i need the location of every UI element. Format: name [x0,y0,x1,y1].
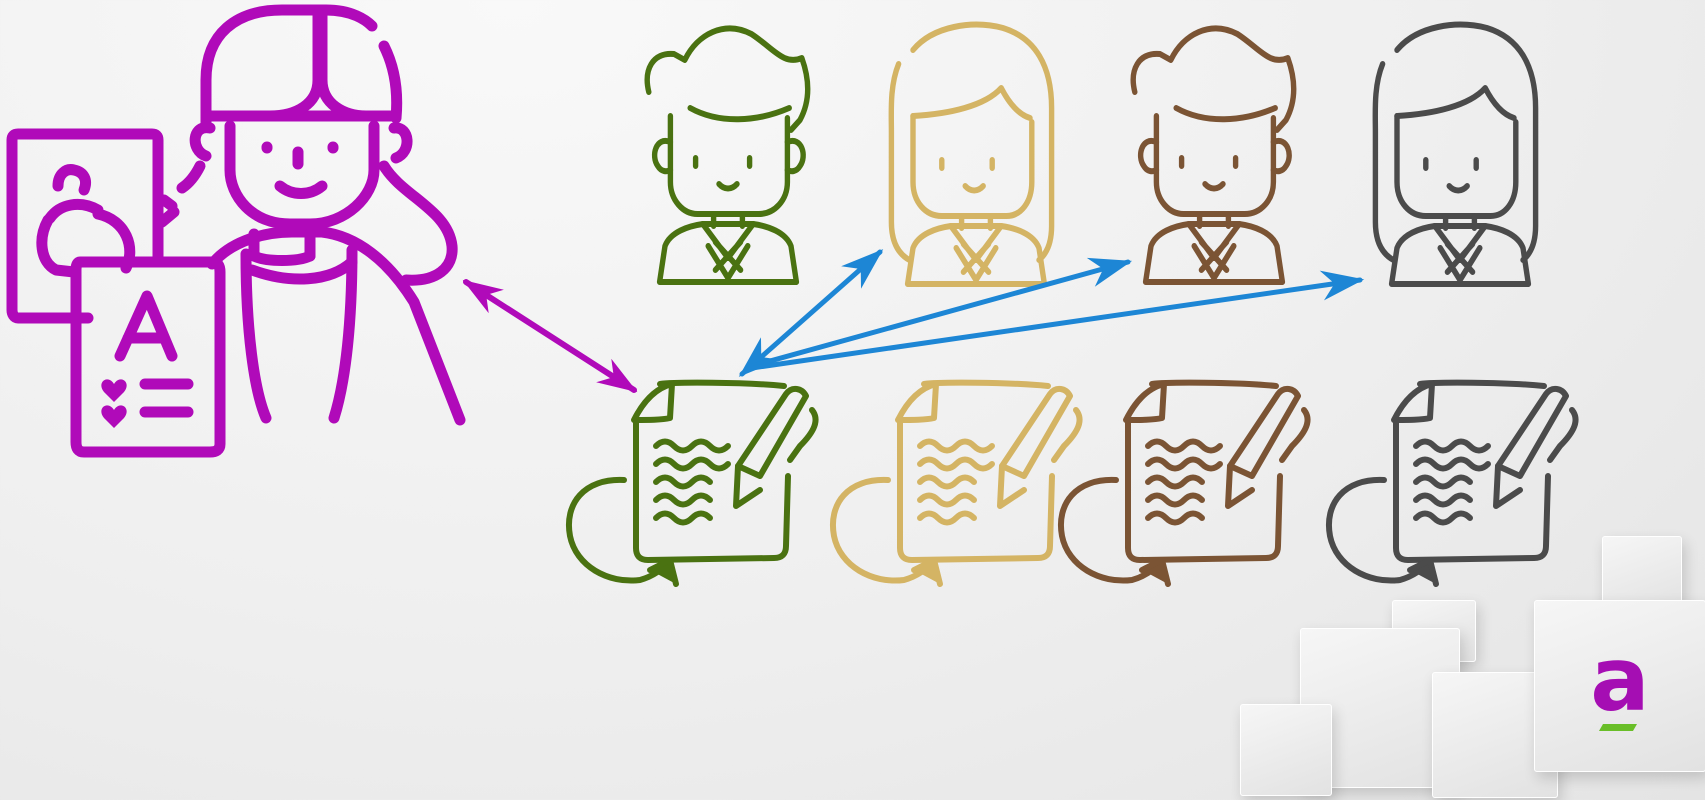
brand-logo-icon: a [1534,600,1705,772]
student-row [647,25,1535,284]
document-student2-arrow [742,252,880,374]
teacher-document-arrow [466,282,634,390]
student-girl-gray-icon [1375,25,1535,284]
paper-letter: A [0,0,1,1]
logo-underline [1599,724,1637,731]
decor-tile [1602,536,1682,610]
document-gray-icon [1329,383,1576,584]
student-boy-green-icon [647,28,807,282]
student-girl-gold-icon [891,25,1051,284]
decor-tile [1240,704,1332,796]
checkmark-heart-icon [101,379,126,428]
teacher-with-graded-test-icon [12,10,460,452]
logo-text: a [1590,636,1649,724]
document-gold-icon [833,383,1080,584]
document-row [569,383,1576,584]
student-boy-brown-icon [1133,28,1293,282]
document-green-icon [569,383,816,584]
document-brown-icon [1061,383,1308,584]
document-student4-arrow [752,280,1360,368]
